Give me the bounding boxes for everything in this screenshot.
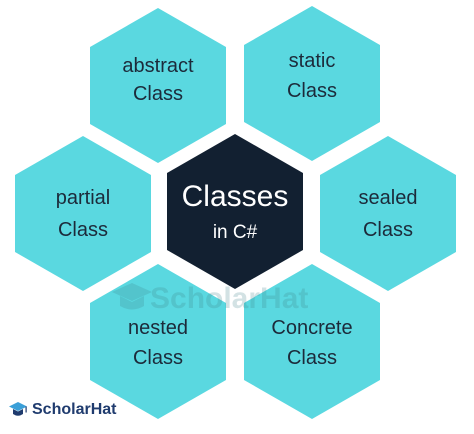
- hex-concrete-line2: Class: [287, 347, 337, 369]
- hex-nested-class: nested Class: [90, 264, 226, 419]
- hex-partial-line1: partial: [56, 187, 110, 209]
- hex-sealed-line2: Class: [363, 219, 413, 241]
- brand-name: ScholarHat: [32, 401, 117, 418]
- hex-static-line2: Class: [287, 80, 337, 102]
- hex-sealed-line1: sealed: [359, 187, 418, 209]
- hex-abstract-line2: Class: [133, 83, 183, 105]
- hex-shape: [90, 264, 226, 419]
- hex-abstract-class: abstract Class: [90, 8, 226, 163]
- hex-concrete-line1: Concrete: [271, 317, 352, 339]
- hex-nested-line1: nested: [128, 317, 188, 339]
- hex-shape: [15, 136, 151, 291]
- hex-nested-line2: Class: [133, 347, 183, 369]
- hex-abstract-line1: abstract: [122, 55, 194, 77]
- hex-center: Classes in C#: [167, 134, 303, 289]
- hex-shape: [320, 136, 456, 291]
- hex-concrete-class: Concrete Class: [244, 264, 380, 419]
- center-subtitle: in C#: [213, 222, 258, 243]
- hex-partial-line2: Class: [58, 219, 108, 241]
- scholar-cap-icon: [9, 402, 27, 416]
- watermark: [112, 283, 152, 310]
- hex-partial-class: partial Class: [15, 136, 151, 291]
- hex-shape: [244, 264, 380, 419]
- hex-shape: [244, 6, 380, 161]
- hex-static-line1: static: [289, 50, 336, 72]
- hex-static-class: static Class: [244, 6, 380, 161]
- watermark-text: ScholarHat: [150, 282, 308, 315]
- brand-logo: ScholarHat: [8, 398, 116, 422]
- hex-sealed-class: sealed Class: [320, 136, 456, 291]
- center-title: Classes: [182, 180, 289, 213]
- hex-center-shape: [167, 134, 303, 289]
- hex-shape: [90, 8, 226, 163]
- watermark-cap-icon: [112, 283, 152, 310]
